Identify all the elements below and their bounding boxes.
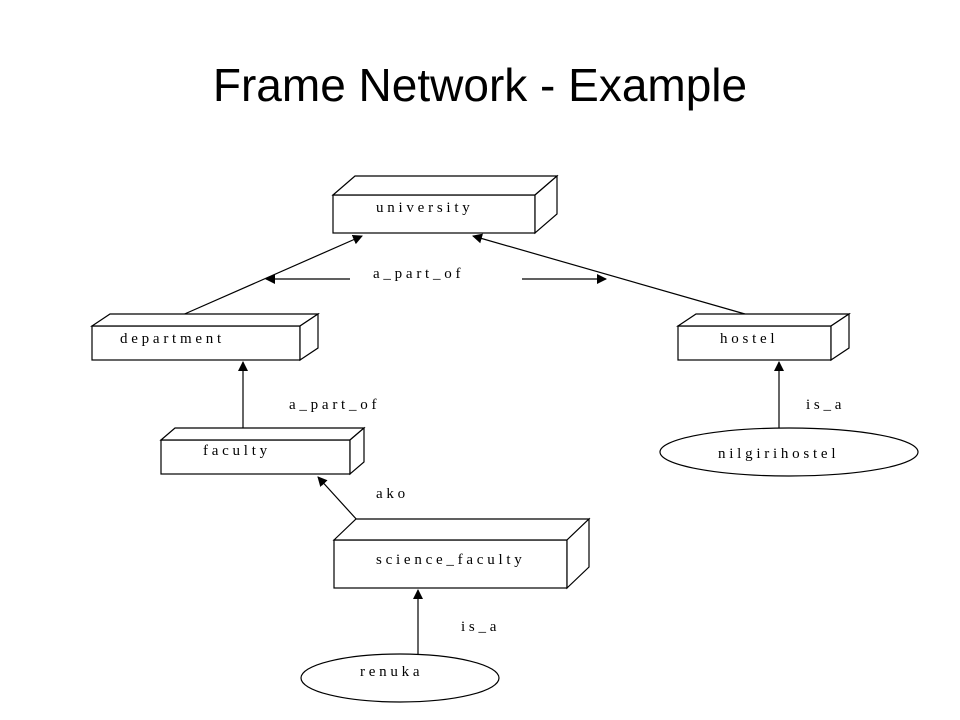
relation-label-ako: a k o [376, 486, 405, 502]
instance-label-nilgiri-hostel: n i l g i r i h o s t e l [718, 446, 836, 462]
frame-faculty: f a c u l t y [159, 426, 366, 476]
frame-science-faculty: s c i e n c e _ f a c u l t y [332, 517, 591, 590]
frame-department: d e p a r t m e n t [90, 312, 320, 362]
frame-hostel: h o s t e l [676, 312, 851, 362]
relation-label-is-a-hostel: i s _ a [806, 397, 842, 413]
relation-label-a-part-of-mid: a _ p a r t _ o f [289, 397, 376, 413]
relation-label-a-part-of-top: a _ p a r t _ o f [373, 266, 460, 282]
frame-university: u n i v e r s i t y [331, 174, 559, 235]
instance-nilgiri-hostel: n i l g i r i h o s t e l [659, 427, 919, 477]
instance-renuka: r e n u k a [300, 653, 500, 703]
edge-department-university [179, 235, 363, 317]
frame-label-hostel: h o s t e l [720, 331, 775, 347]
frame-label-science-faculty: s c i e n c e _ f a c u l t y [376, 552, 522, 568]
frame-label-faculty: f a c u l t y [203, 443, 268, 459]
edge-hostel-university [472, 233, 746, 315]
relation-label-is-a-renuka: i s _ a [461, 619, 497, 635]
frame-label-department: d e p a r t m e n t [120, 331, 222, 347]
frame-label-university: u n i v e r s i t y [376, 200, 470, 216]
instance-label-renuka: r e n u k a [360, 664, 420, 680]
slide-title: Frame Network - Example [212, 59, 748, 111]
